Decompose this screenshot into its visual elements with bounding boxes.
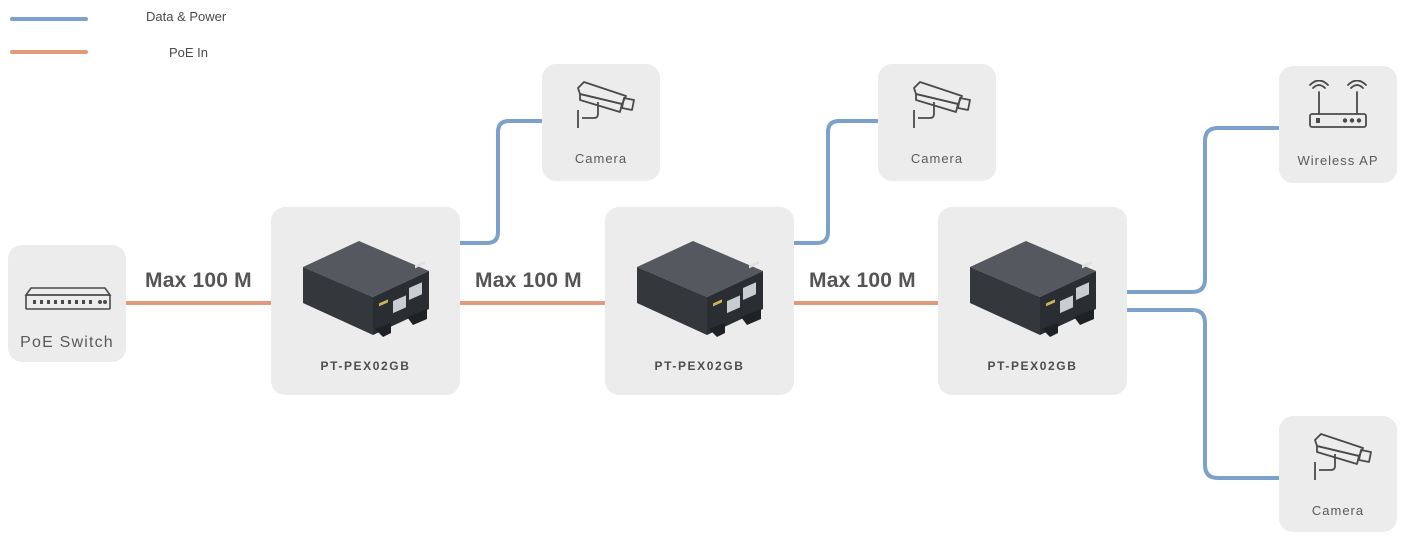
extender-model-label-1: PT-PEX02GB [320,359,411,373]
camera-card-3: Camera [1279,416,1397,532]
link-distance-label-3: Max 100 M [809,269,916,292]
camera-label-1: Camera [574,151,628,166]
poe-switch-card: PoE Switch [8,245,126,362]
data-link-camera-2 [792,119,880,245]
wireless-ap-card: Wireless AP [1279,66,1397,183]
legend-label-poe-in: PoE In [169,45,209,60]
data-link-wireless-ap [1126,126,1281,294]
extender-card-3: PT-PEX02GB [938,207,1127,395]
network-switch-icon [24,287,112,310]
camera-icon [577,81,635,128]
camera-icon [1314,433,1372,480]
link-distance-label-2: Max 100 M [475,269,582,292]
poe-extender-device-icon [637,241,763,337]
data-link-camera-1 [458,119,544,245]
data-link-camera-3 [1126,308,1281,480]
camera-label-3: Camera [1311,503,1365,518]
extender-card-1: PT-PEX02GB [271,207,460,395]
extender-card-2: PT-PEX02GB [605,207,794,395]
camera-icon [913,81,971,128]
legend-label-data-power: Data & Power [146,9,227,24]
poe-extender-device-icon [970,241,1096,337]
camera-label-2: Camera [910,151,964,166]
wireless-ap-label: Wireless AP [1297,153,1379,168]
wireless-router-icon [1309,80,1367,128]
poe-extender-device-icon [303,241,429,337]
camera-card-1: Camera [542,64,660,181]
link-distance-label-1: Max 100 M [145,269,252,292]
extender-model-label-3: PT-PEX02GB [987,359,1078,373]
poe-switch-label: PoE Switch [20,334,114,351]
extender-model-label-2: PT-PEX02GB [654,359,745,373]
camera-card-2: Camera [878,64,996,181]
